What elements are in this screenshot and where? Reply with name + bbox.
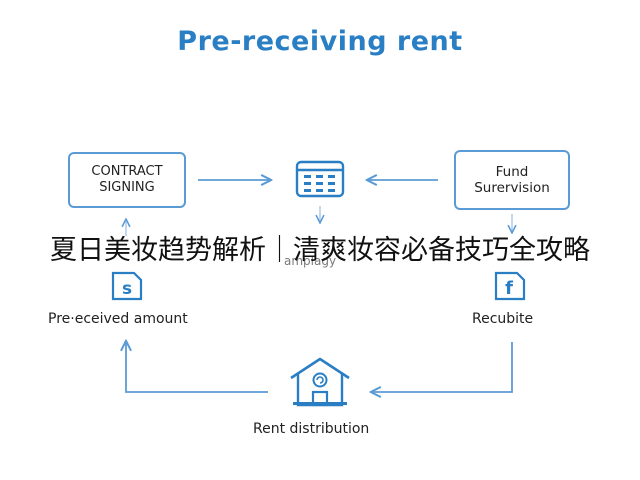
- rent-distribution-label: Rent distribution: [253, 421, 370, 437]
- svg-text:f: f: [505, 278, 513, 299]
- amplagy-label: amplagy: [284, 254, 337, 268]
- house-icon: [290, 357, 350, 407]
- f-document-icon: f: [494, 271, 526, 301]
- pre-received-amount-label: Pre·eceived amount: [48, 311, 188, 327]
- arrow-recubite-to-rent: [372, 342, 513, 392]
- overlay-caption: 夏日美妆趋势解析｜清爽妆容必备技巧全攻略: [50, 235, 590, 266]
- svg-text:s: s: [122, 279, 132, 299]
- contract-signing-box: CONTRACT SIGNING: [68, 152, 186, 208]
- calendar-icon: [295, 160, 345, 198]
- s-document-icon: s: [111, 271, 143, 301]
- arrow-rent-to-pre: [126, 342, 268, 393]
- diagram-title: Pre-receiving rent: [177, 26, 463, 57]
- recubite-label: Recubite: [472, 311, 534, 327]
- fund-supervision-box: Fund Surervision: [454, 150, 570, 210]
